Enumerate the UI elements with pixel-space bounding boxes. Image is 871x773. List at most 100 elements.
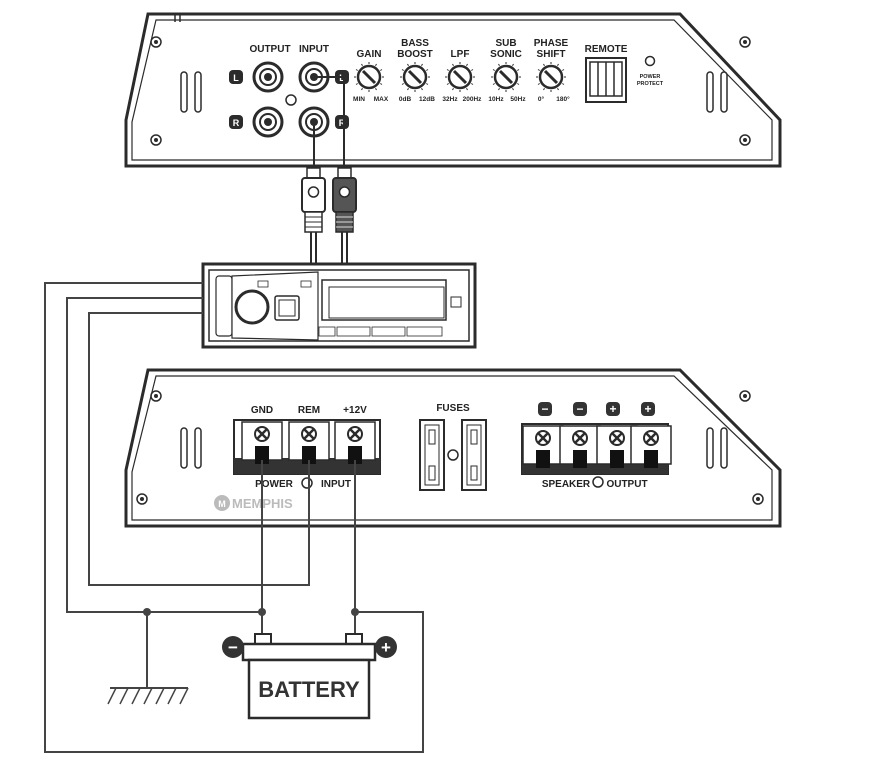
knob-max-label: 50Hz [510,96,526,103]
knob-label-line1: BASS [401,38,429,49]
rem-label: REM [298,405,320,416]
head-unit-usb-port[interactable] [450,296,462,308]
knob-label-line2: BOOST [397,49,433,60]
knob-gain[interactable]: GAIN MIN MAX [353,49,389,103]
battery: BATTERY − + [222,633,397,720]
fuse-right[interactable] [461,419,487,491]
terminal-screw[interactable] [288,421,330,464]
terminal-screw[interactable] [630,425,672,468]
wire-head-unit-power [44,282,424,753]
negative-terminal-icon: − [573,402,587,416]
battery-positive-post[interactable] [345,633,363,645]
svg-text:+: + [644,402,651,416]
knob-label-line2: SHIFT [537,49,566,60]
svg-text:−: − [576,402,583,416]
power-label: POWER [255,479,294,490]
rca-jack-output-right[interactable] [252,106,284,138]
top-output-label: OUTPUT [249,44,290,55]
bottom-amplifier: GND REM +12V POWER INPUT M MEMPHIS FUSES [124,368,782,528]
ground-post-icon [447,449,459,461]
ground-symbol-icon [107,687,189,705]
power-terminal-block [233,419,381,475]
terminal-screw[interactable] [559,425,601,468]
preset-button[interactable] [406,326,443,337]
ground-post-icon [285,94,297,106]
wire-junction [258,608,266,616]
screw-icon [739,134,751,146]
prev-track-icon[interactable] [257,280,269,288]
positive-terminal-icon: + [641,402,655,416]
knob-min-label: 10Hz [488,96,504,103]
svg-text:+: + [609,402,616,416]
svg-text:R: R [339,118,346,128]
screw-icon [739,390,751,402]
battery-negative-icon: − [222,636,244,658]
v12-label: +12V [343,405,367,416]
power-protect-led-icon [644,55,656,67]
head-unit-side-buttons[interactable] [215,275,233,337]
preset-button[interactable] [371,326,406,337]
right-channel-badge: R [229,115,243,129]
head-unit [201,262,477,349]
battery-negative-post[interactable] [254,633,272,645]
wire-junction [351,608,359,616]
terminal-screw[interactable] [334,421,376,464]
power-protect-label-line1: POWER [640,74,661,80]
speaker-label: SPEAKER [542,479,591,490]
remote-label: REMOTE [585,44,628,55]
remote-port[interactable] [585,57,627,103]
positive-terminal-icon: + [606,402,620,416]
screw-icon [150,36,162,48]
preset-button[interactable] [336,326,371,337]
top-input-label: INPUT [299,44,329,55]
rca-plug-white [301,167,326,264]
fuse-left[interactable] [419,419,445,491]
knob-max-label: 200Hz [463,96,483,103]
svg-text:R: R [233,118,240,128]
ground-post-icon [592,476,604,488]
screw-icon [150,390,162,402]
screw-icon [150,134,162,146]
rca-jack-output-left[interactable] [252,61,284,93]
knob-min-label: 0° [538,95,545,103]
bottom-amp-vents [180,427,728,469]
knob-label-line2: SONIC [490,49,522,60]
svg-text:−: − [541,402,548,416]
knob-min-label: 32Hz [442,96,458,103]
screw-icon [136,493,148,505]
rca-plug-black [332,167,357,264]
screw-icon [752,493,764,505]
top-amp-heatsink-ridges [174,14,181,22]
power-protect-label-line2: PROTECT [637,81,664,87]
battery-positive-icon: + [375,636,397,658]
gnd-label: GND [251,405,273,416]
next-track-icon[interactable] [300,280,312,288]
knob-label-line1: LPF [451,49,470,60]
terminal-screw[interactable] [241,421,283,464]
speaker-polarity-badges: − − + + [538,402,655,416]
wire-junction [143,608,151,616]
volume-knob[interactable] [234,289,270,325]
knob-label-line1: GAIN [357,49,382,60]
left-channel-badge: L [229,70,243,84]
negative-terminal-icon: − [538,402,552,416]
brand-logo: M MEMPHIS [214,495,293,511]
svg-text:L: L [233,73,239,83]
top-amp-vents [180,71,728,113]
right-channel-badge-input: R [335,115,349,129]
rca-cables [301,76,357,264]
knob-max-label: MAX [374,96,389,103]
knob-min-label: MIN [353,96,365,103]
preset-button[interactable] [318,326,336,337]
terminal-screw[interactable] [522,425,564,468]
svg-text:−: − [228,638,238,657]
svg-text:+: + [381,638,391,657]
knob-max-label: 180° [556,95,570,103]
battery-label: BATTERY [258,677,360,702]
knob-lpf[interactable]: LPF 32Hz 200Hz [442,49,482,103]
